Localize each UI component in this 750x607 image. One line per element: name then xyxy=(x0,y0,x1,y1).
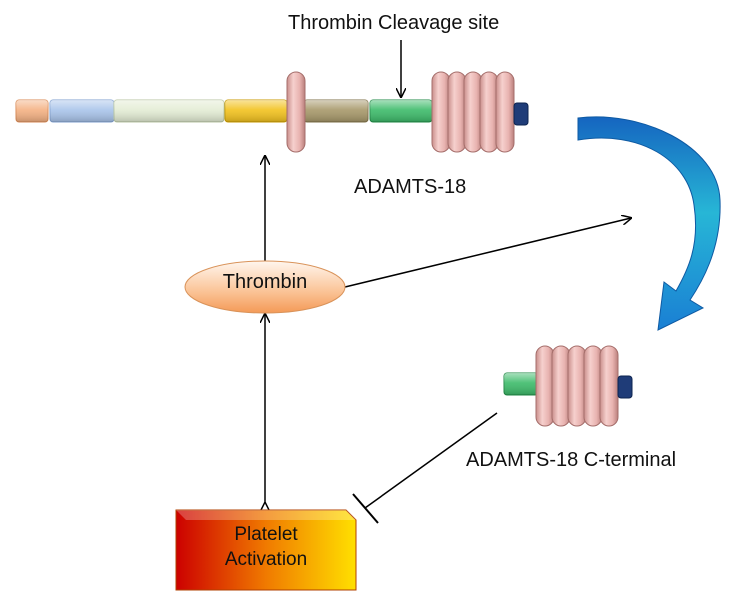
inhibition-line xyxy=(364,412,498,509)
tsp-repeat xyxy=(463,71,483,153)
tsp-repeat xyxy=(535,345,555,427)
cleavage-site-label: Thrombin Cleavage site xyxy=(288,12,500,34)
c-terminal-label: ADAMTS-18 C-terminal xyxy=(466,449,677,471)
thrombin-ellipse xyxy=(184,260,346,314)
thrombin-cleavage-arrow xyxy=(344,218,631,288)
tsp-repeat xyxy=(286,71,306,153)
c-terminal-fragment xyxy=(503,345,633,427)
end-cap xyxy=(513,102,529,126)
inhibition-bar xyxy=(352,493,379,524)
adamts18-protein xyxy=(15,71,529,153)
adamts18-label: ADAMTS-18 xyxy=(354,176,467,198)
curved-arrow xyxy=(577,116,721,331)
c-terminal-end-cap xyxy=(617,375,633,399)
platelet-activation-box xyxy=(175,509,357,591)
tsp-repeat xyxy=(495,71,515,153)
tsp-repeat xyxy=(599,345,619,427)
tsp-repeat xyxy=(479,71,499,153)
tsp-repeat xyxy=(567,345,587,427)
thrombin-label: Thrombin xyxy=(222,271,308,293)
tsp-repeat xyxy=(431,71,451,153)
tsp-repeat xyxy=(447,71,467,153)
platelet-activation-label: Platelet Activation xyxy=(224,524,308,570)
tsp-repeat xyxy=(583,345,603,427)
tsp-repeat xyxy=(551,345,571,427)
